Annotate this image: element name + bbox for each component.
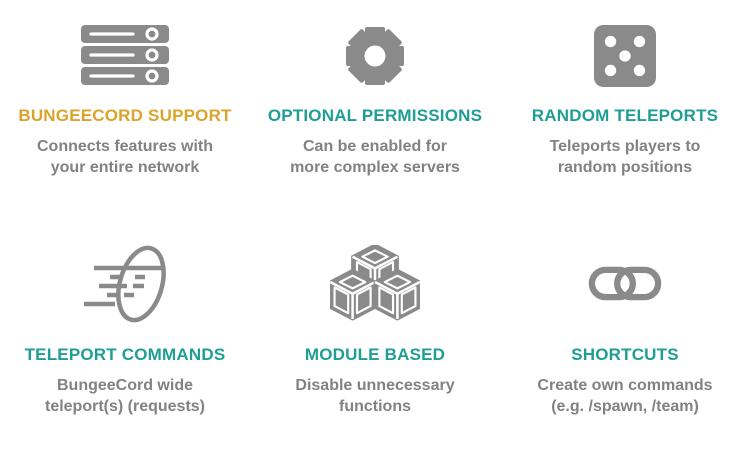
chain-link-icon — [500, 237, 750, 329]
gear-icon — [250, 10, 500, 102]
feature-description-line: teleport(s) (requests) — [44, 398, 206, 415]
feature-description-line: more complex servers — [290, 159, 460, 176]
feature-description-line: random positions — [557, 159, 693, 176]
feature-description: Teleports players to random positions — [500, 136, 750, 178]
feature-title: RANDOM TELEPORTS — [531, 106, 719, 125]
feature-description: Connects features with your entire netwo… — [0, 136, 250, 178]
feature-title: MODULE BASED — [304, 345, 446, 364]
feature-card-shortcuts: SHORTCUTS Create own commands (e.g. /spa… — [500, 225, 750, 451]
feature-description-line: Create own commands — [537, 377, 713, 394]
feature-card-module-based: MODULE BASED Disable unnecessary functio… — [250, 225, 500, 451]
feature-title: SHORTCUTS — [571, 345, 679, 364]
feature-description: BungeeCord wide teleport(s) (requests) — [0, 375, 250, 417]
feature-title: BUNGEECORD SUPPORT — [18, 106, 232, 125]
feature-description-line: Disable unnecessary — [295, 377, 455, 394]
feature-description-line: Connects features with — [36, 138, 214, 155]
feature-description: Can be enabled for more complex servers — [250, 136, 500, 178]
feature-description-line: your entire network — [50, 159, 200, 176]
teleport-speed-icon — [0, 237, 250, 329]
feature-card-bungeecord-support: BUNGEECORD SUPPORT Connects features wit… — [0, 0, 250, 225]
feature-description: Disable unnecessary functions — [250, 375, 500, 417]
feature-card-optional-permissions: OPTIONAL PERMISSIONS Can be enabled for … — [250, 0, 500, 225]
feature-description-line: (e.g. /spawn, /team) — [551, 398, 699, 415]
feature-description-line: functions — [339, 398, 411, 415]
server-icon — [0, 10, 250, 102]
dice-icon — [500, 10, 750, 102]
feature-title: TELEPORT COMMANDS — [24, 345, 226, 364]
feature-title: OPTIONAL PERMISSIONS — [267, 106, 483, 125]
cubes-icon — [250, 237, 500, 329]
feature-card-random-teleports: RANDOM TELEPORTS Teleports players to ra… — [500, 0, 750, 225]
feature-description: Create own commands (e.g. /spawn, /team) — [500, 375, 750, 417]
feature-description-line: Teleports players to — [549, 138, 701, 155]
feature-description-line: Can be enabled for — [302, 138, 448, 155]
feature-card-teleport-commands: TELEPORT COMMANDS BungeeCord wide telepo… — [0, 225, 250, 451]
feature-description-line: BungeeCord wide — [56, 377, 193, 394]
